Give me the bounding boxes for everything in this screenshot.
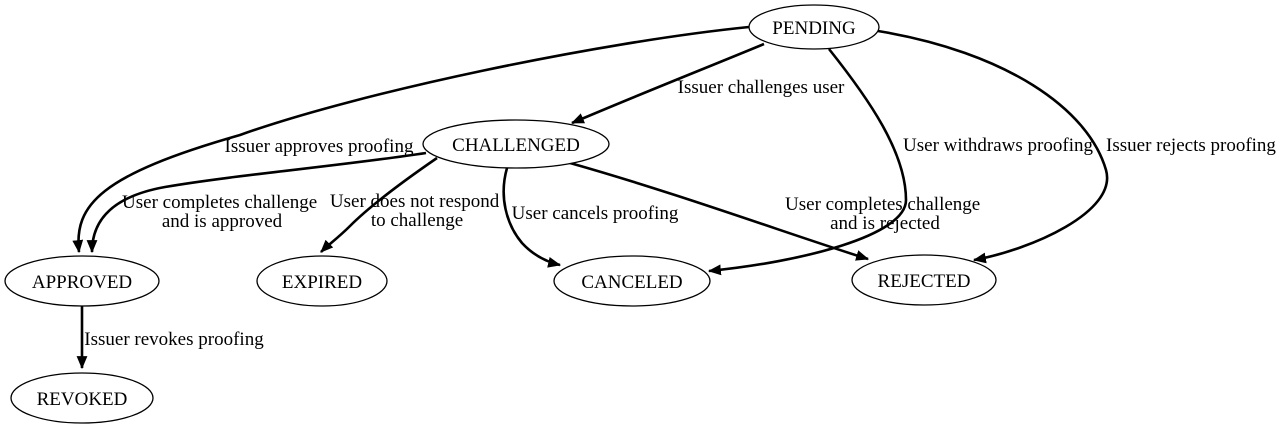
edge-label-issuer-challenges-user: Issuer challenges user	[678, 77, 845, 98]
node-revoked: REVOKED	[10, 372, 154, 424]
node-challenged: CHALLENGED	[422, 119, 610, 169]
edge-label-issuer-rejects-proofing: Issuer rejects proofing	[1106, 135, 1276, 156]
node-expired: EXPIRED	[256, 255, 388, 307]
edge-label-line: User completes challenge	[785, 194, 980, 215]
nodes: PENDING CHALLENGED APPROVED EXPIRED CANC…	[4, 4, 997, 424]
node-expired-label: EXPIRED	[282, 272, 362, 293]
edges	[72, 25, 1109, 370]
edge-pending-to-challenged	[571, 42, 765, 125]
edge-label-issuer-approves-proofing: Issuer approves proofing	[225, 136, 414, 157]
node-canceled-ellipse	[553, 255, 711, 307]
edge-label-completes-challenge-rejected: User completes challenge and is rejected	[785, 194, 985, 234]
node-revoked-ellipse	[10, 372, 154, 424]
node-pending: PENDING	[748, 4, 880, 50]
edge-label-completes-challenge-approved: User completes challenge and is approved	[122, 192, 322, 232]
edge-challenged-to-canceled	[502, 167, 562, 268]
edge-label-line: User does not respond	[330, 191, 500, 212]
node-revoked-label: REVOKED	[37, 389, 128, 410]
node-canceled: CANCELED	[553, 255, 711, 307]
edge-challenged-to-rejected	[569, 161, 870, 261]
edge-pending-to-canceled	[707, 48, 908, 276]
edge-label-user-withdraws-proofing: User withdraws proofing	[903, 135, 1093, 156]
node-pending-ellipse	[748, 4, 880, 50]
node-rejected-label: REJECTED	[878, 271, 971, 292]
edge-labels: Issuer challenges user Issuer approves p…	[84, 77, 1276, 350]
edge-label-line: and is rejected	[830, 213, 940, 234]
edge-label-issuer-revokes-proofing: Issuer revokes proofing	[84, 329, 264, 350]
node-challenged-ellipse	[422, 119, 610, 169]
edge-pending-to-rejected	[877, 29, 1109, 264]
node-approved: APPROVED	[4, 255, 160, 307]
node-approved-ellipse	[4, 255, 160, 307]
edge-label-does-not-respond: User does not respond to challenge	[330, 191, 504, 231]
node-approved-label: APPROVED	[32, 272, 132, 293]
edge-challenged-to-expired	[320, 156, 438, 253]
node-canceled-label: CANCELED	[581, 272, 682, 293]
edge-label-line: to challenge	[371, 210, 463, 231]
edge-label-line: User completes challenge	[122, 192, 317, 213]
edge-challenged-to-approved	[86, 151, 427, 254]
node-rejected-ellipse	[851, 254, 997, 306]
node-pending-label: PENDING	[772, 18, 856, 39]
edge-label-user-cancels-proofing: User cancels proofing	[512, 203, 679, 224]
edge-pending-to-approved	[72, 25, 750, 254]
node-expired-ellipse	[256, 255, 388, 307]
node-challenged-label: CHALLENGED	[452, 135, 580, 156]
edge-label-line: and is approved	[162, 211, 283, 232]
node-rejected: REJECTED	[851, 254, 997, 306]
